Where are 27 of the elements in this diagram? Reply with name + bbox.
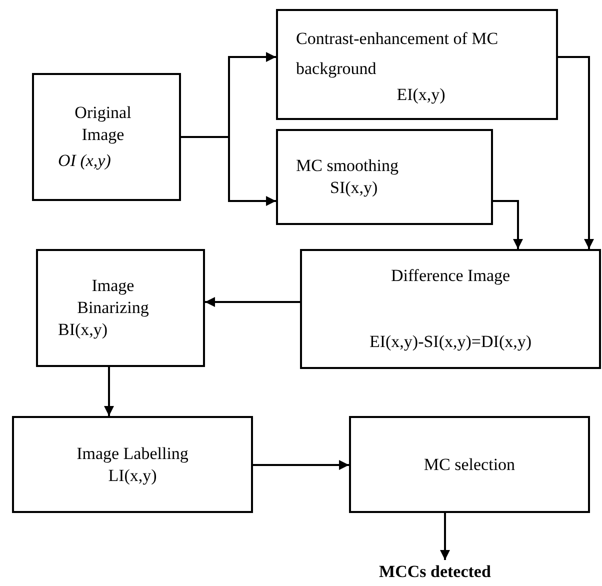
process-box [36,249,205,367]
arrow [440,513,450,560]
box-formula: EI(x,y)-SI(x,y)=DI(x,y) [369,331,532,353]
process-box [349,416,590,513]
box-title: Contrast-enhancement of MC background [296,28,500,80]
box-formula: LI(x,y) [108,464,157,486]
box-title: Original Image [74,102,132,146]
arrow [558,56,594,249]
arrow [493,200,523,249]
box-title: MC smoothing [296,155,398,177]
box-title: MC selection [424,454,516,476]
process-box [276,129,493,225]
box-title: Difference Image [390,265,510,287]
box-formula: SI(x,y) [330,177,378,199]
process-box [300,249,601,369]
arrow [253,460,349,470]
box-formula: EI(x,y) [396,84,446,106]
process-box [12,416,253,513]
arrow [205,297,300,307]
process-box [32,73,181,201]
output-label: MCCs detected [379,561,491,583]
box-title: Image Binarizing [76,275,150,319]
box-title: Image Labelling [76,442,188,464]
arrow [104,367,114,416]
box-formula: OI (x,y) [58,150,111,172]
process-box [276,9,558,120]
box-formula: BI(x,y) [58,319,108,341]
